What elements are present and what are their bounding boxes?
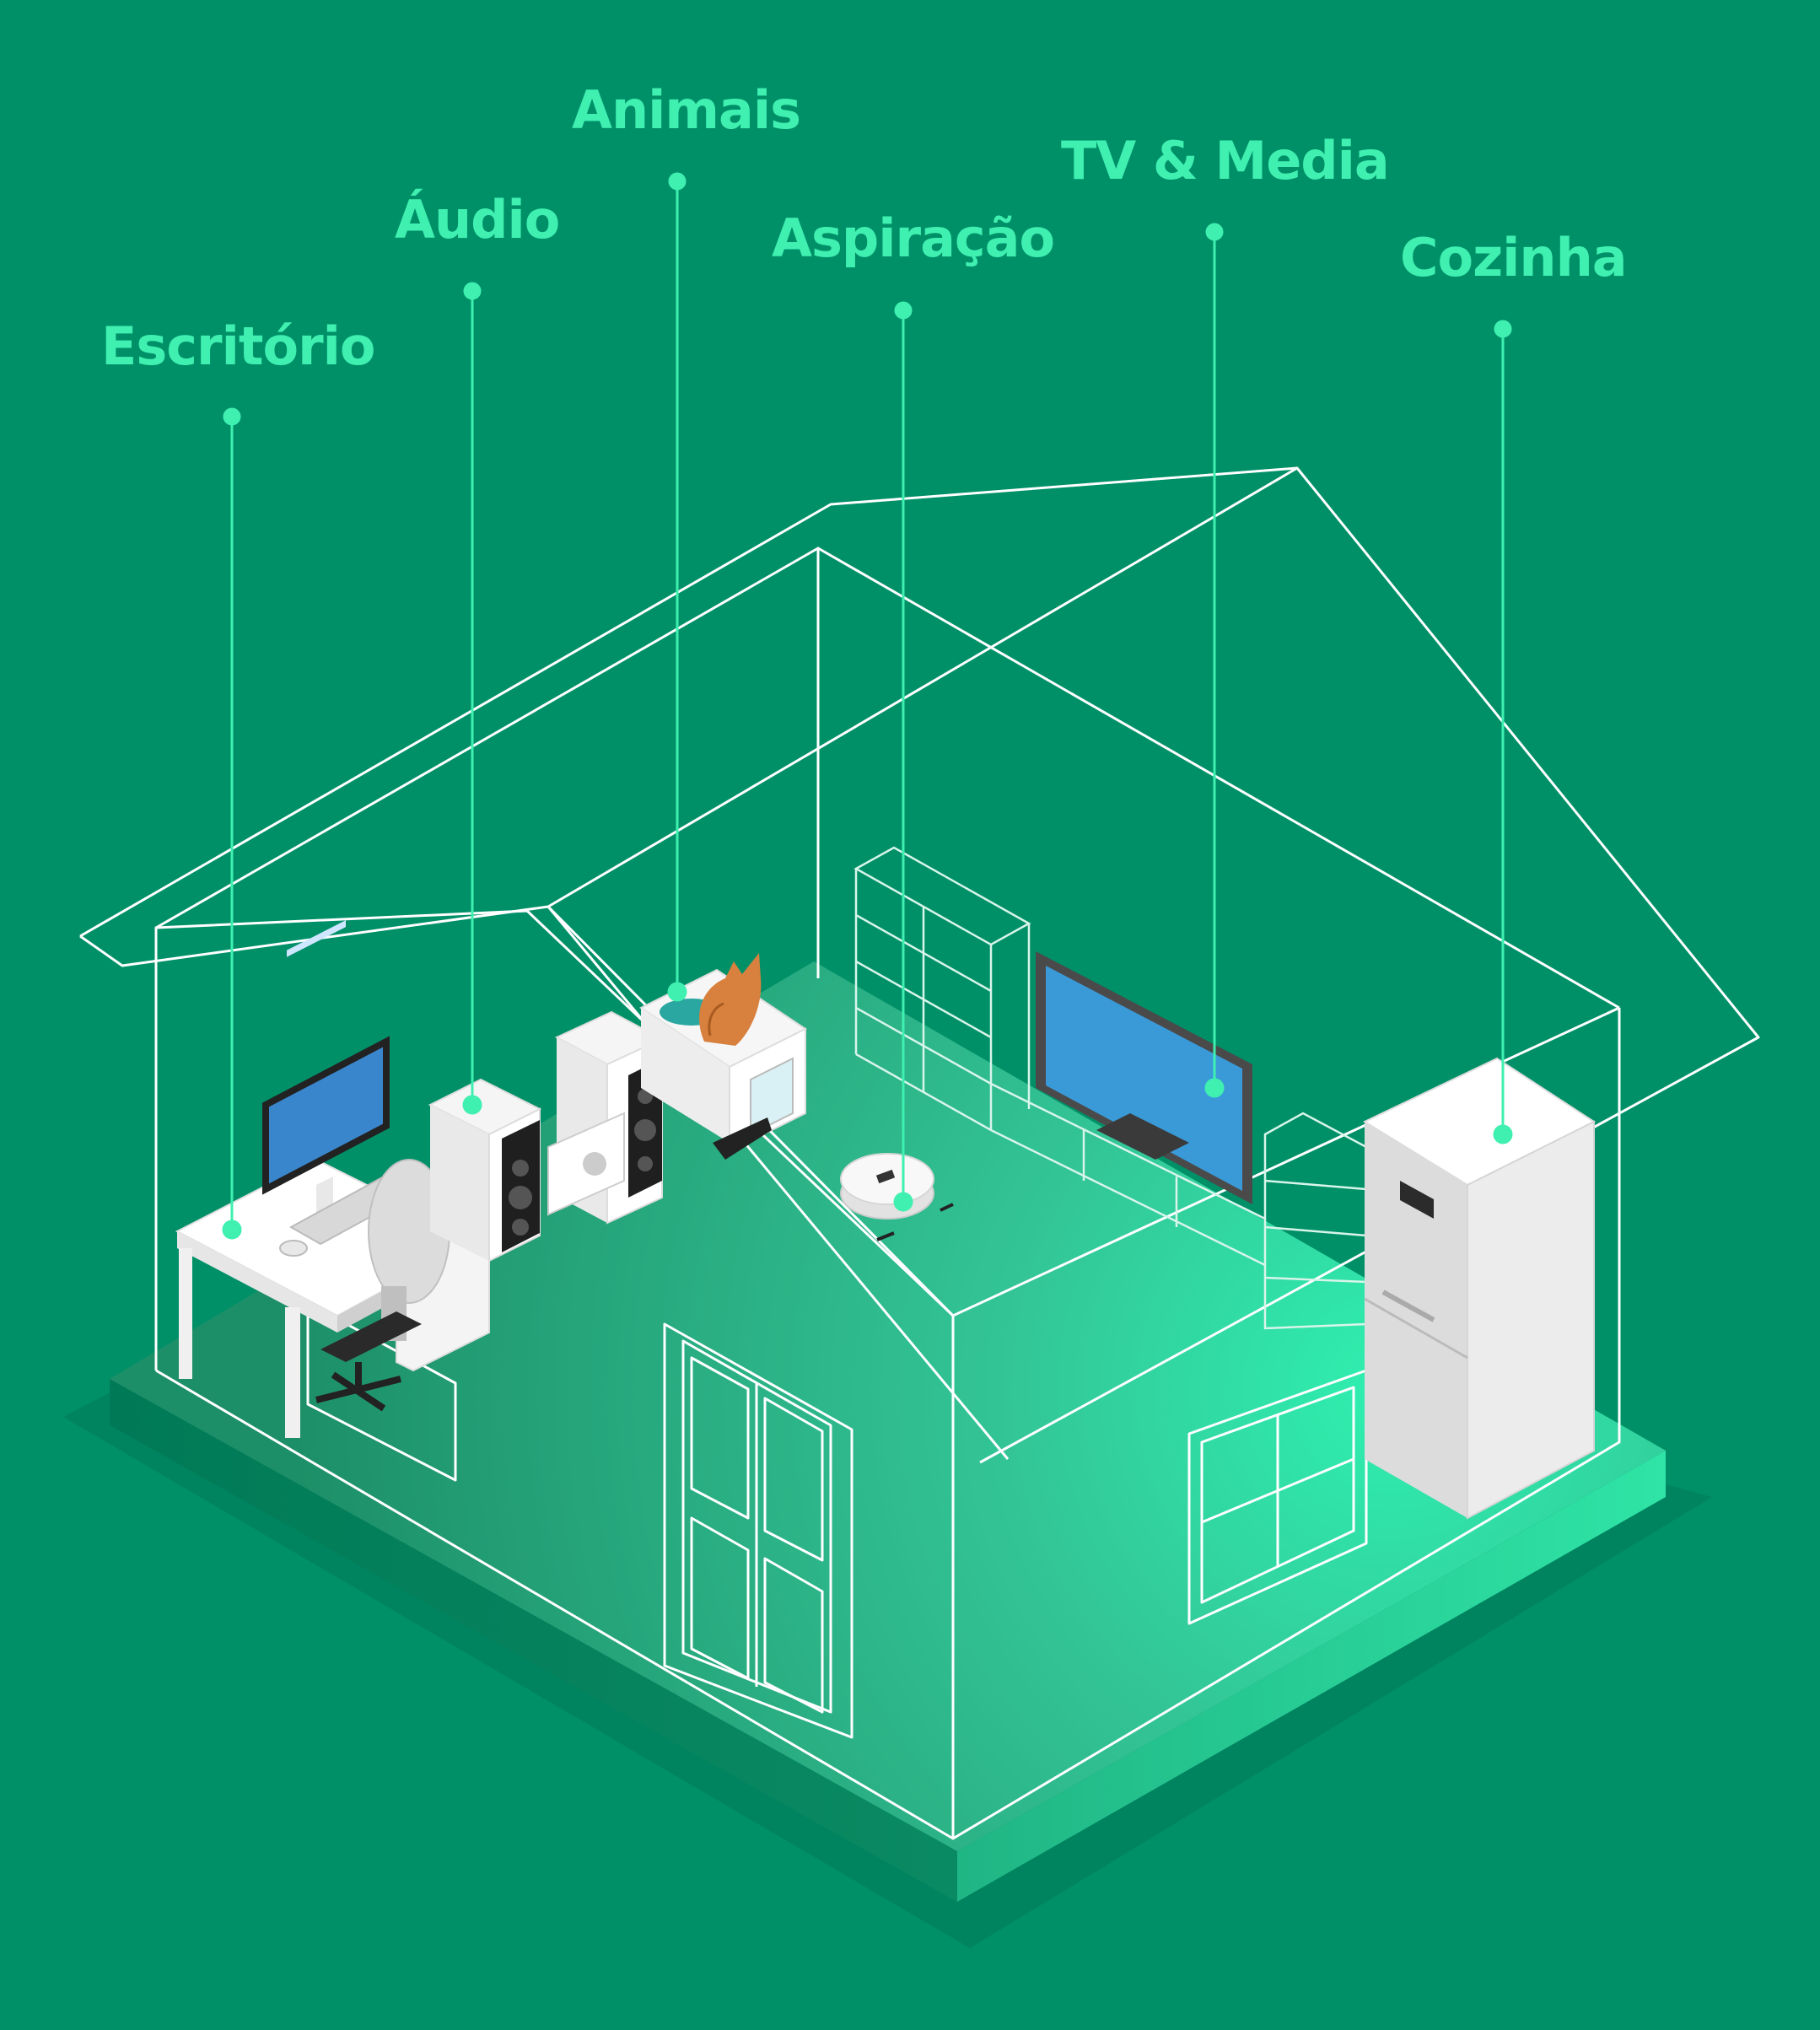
label-cozinha[interactable]: Cozinha bbox=[1400, 227, 1628, 288]
television-group bbox=[1036, 951, 1252, 1204]
platform-right-side bbox=[957, 1451, 1666, 1902]
label-audio[interactable]: Áudio bbox=[395, 189, 560, 250]
escritorio-top-dot bbox=[223, 407, 241, 426]
robot-vacuum-group bbox=[840, 1153, 954, 1241]
leader-lines bbox=[222, 172, 1513, 1240]
label-tv-media[interactable]: TV & Media bbox=[1061, 130, 1390, 191]
refrigerator-group bbox=[1362, 1057, 1597, 1520]
label-aspiracao[interactable]: Aspiração bbox=[772, 207, 1055, 269]
tv-media-top-dot bbox=[1205, 223, 1224, 241]
platform-left-side bbox=[110, 1379, 957, 1902]
aspiracao-top-dot bbox=[894, 301, 913, 320]
cat-icon bbox=[699, 953, 762, 1046]
audio-top-dot bbox=[463, 282, 482, 300]
animais-top-dot bbox=[668, 172, 687, 191]
cozinha-bottom-dot bbox=[1493, 1124, 1513, 1144]
office-desk-group bbox=[175, 920, 490, 1438]
cozinha-top-dot bbox=[1494, 320, 1512, 338]
tv-media-bottom-dot bbox=[1204, 1078, 1225, 1098]
escritorio-bottom-dot bbox=[222, 1220, 242, 1240]
audio-bottom-dot bbox=[462, 1095, 482, 1115]
animais-bottom-dot bbox=[667, 982, 687, 1002]
label-animais[interactable]: Animais bbox=[572, 79, 801, 141]
label-escritorio[interactable]: Escritório bbox=[101, 315, 375, 377]
tv-screen bbox=[1046, 966, 1242, 1191]
house-wireframe bbox=[79, 466, 1760, 1840]
shelving-wireframe bbox=[853, 846, 1368, 1330]
monitor-screen bbox=[262, 1036, 390, 1195]
aspiracao-bottom-dot bbox=[893, 1192, 913, 1212]
